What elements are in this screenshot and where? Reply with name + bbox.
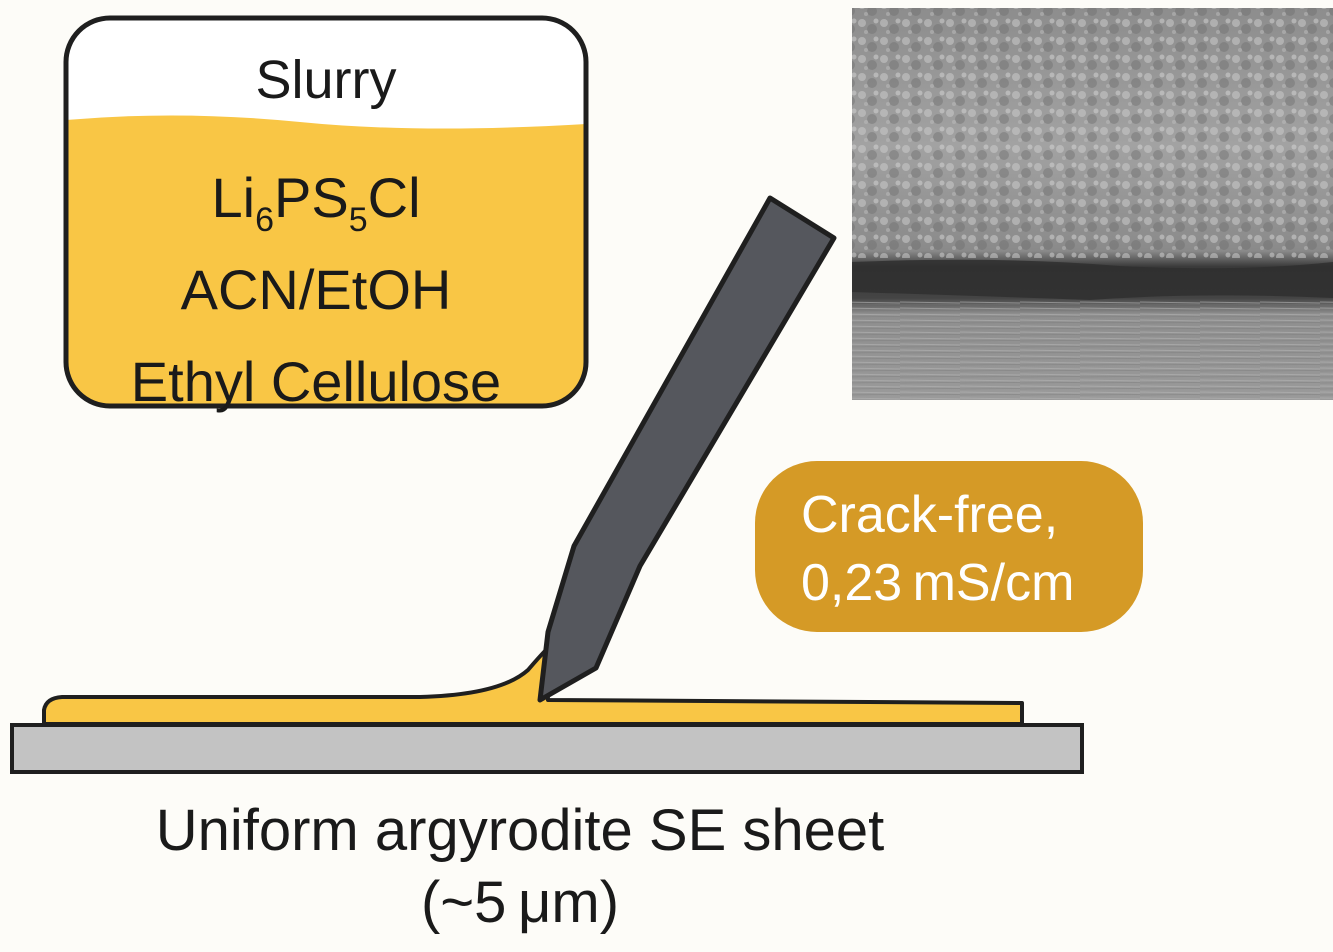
slurry-title: Slurry <box>66 48 586 112</box>
binder-label: Ethyl Cellulose <box>66 336 566 428</box>
formula-cl: Cl <box>368 166 421 229</box>
coated-film <box>44 650 1022 724</box>
solvent-label: ACN/EtOH <box>66 244 566 336</box>
caption-line-2: (~5 μm) <box>0 867 1040 939</box>
sem-cross-section-image <box>852 8 1333 400</box>
result-line-2: 0,23 mS/cm <box>801 549 1143 617</box>
formula-li: Li <box>211 166 255 229</box>
formula-ps: PS <box>274 166 349 229</box>
formula-label: Li6PS5Cl <box>66 152 566 244</box>
result-line-1: Crack-free, <box>801 481 1143 549</box>
caption-line-1: Uniform argyrodite SE sheet <box>0 795 1040 867</box>
formula-s-subscript: 5 <box>349 201 368 239</box>
formula-li-subscript: 6 <box>255 201 274 239</box>
result-badge: Crack-free, 0,23 mS/cm <box>755 461 1143 632</box>
caption: Uniform argyrodite SE sheet (~5 μm) <box>0 795 1040 939</box>
substrate <box>12 725 1082 772</box>
slurry-composition: Li6PS5Cl ACN/EtOH Ethyl Cellulose <box>66 152 566 428</box>
